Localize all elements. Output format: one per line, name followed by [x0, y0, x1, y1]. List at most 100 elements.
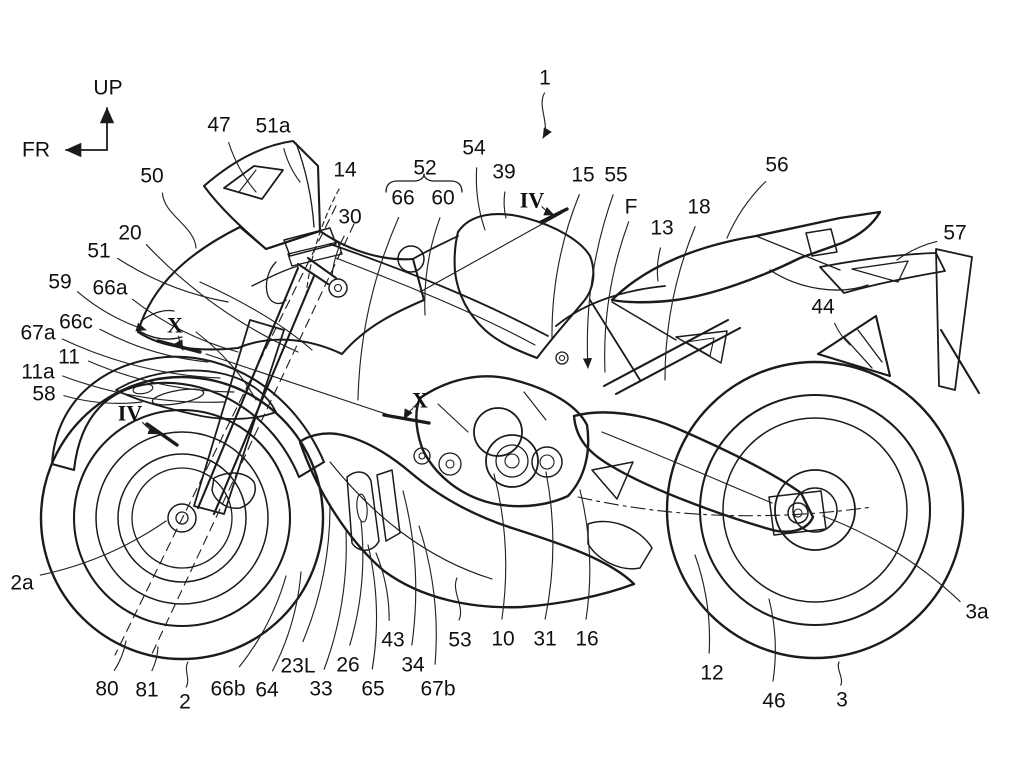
ref-label-16: 16 — [575, 628, 598, 651]
ref-label-31: 31 — [533, 628, 556, 651]
leader-44 — [834, 322, 851, 346]
leader-23l — [302, 506, 331, 643]
leader-iv — [142, 421, 159, 435]
leader-1 — [541, 92, 552, 139]
ref-label-34: 34 — [401, 654, 425, 677]
leader-33 — [323, 531, 347, 670]
leader-66 — [357, 216, 400, 401]
ref-label-2a: 2a — [10, 572, 34, 595]
leader-16 — [579, 489, 591, 620]
front-fender — [50, 355, 326, 479]
engine — [413, 375, 590, 508]
exhaust-outline — [587, 520, 653, 570]
ref-label-20: 20 — [118, 222, 141, 245]
frame-spars — [329, 243, 666, 346]
ref-label-60: 60 — [431, 187, 454, 210]
ref-label-3a: 3a — [965, 601, 989, 624]
leader-51 — [117, 257, 229, 303]
leader-13 — [656, 247, 662, 282]
ref-label-67b: 67b — [420, 678, 455, 701]
ref-label-66b: 66b — [210, 678, 245, 701]
leader-20 — [145, 243, 299, 353]
fuel-tank — [397, 213, 595, 360]
leader-47 — [228, 141, 257, 193]
leader-46 — [768, 598, 776, 682]
ref-label-2: 2 — [179, 691, 191, 714]
leader-65 — [367, 544, 378, 670]
upper-fairing — [136, 225, 426, 401]
ref-label-81: 81 — [135, 679, 158, 702]
leader-59 — [76, 291, 147, 332]
front-duct — [115, 369, 277, 420]
mirror — [223, 165, 284, 200]
ref-label-iv: IV — [520, 188, 545, 213]
leader-26 — [349, 520, 364, 646]
ref-label-18: 18 — [687, 196, 710, 219]
ref-label-14: 14 — [333, 159, 357, 182]
leader-lines — [39, 92, 961, 688]
handlebar — [251, 227, 348, 305]
leader-15 — [551, 194, 580, 339]
ref-label-15: 15 — [571, 164, 594, 187]
ref-label-52: 52 — [413, 157, 436, 180]
leader-54 — [475, 167, 486, 231]
ref-label-26: 26 — [336, 654, 359, 677]
leader-34 — [402, 490, 417, 646]
ref-label-11a: 11a — [21, 361, 55, 384]
leader-iv — [541, 206, 555, 216]
ref-label-46: 46 — [762, 690, 785, 713]
ref-label-x: X — [167, 313, 183, 338]
leader-2 — [185, 661, 189, 688]
leader-3 — [837, 661, 843, 686]
ref-label-47: 47 — [207, 114, 230, 137]
ref-label-13: 13 — [650, 217, 673, 240]
ref-label-23l: 23L — [280, 655, 315, 678]
rear-subframe — [555, 299, 742, 396]
ref-label-57: 57 — [943, 222, 966, 245]
leader-2a — [39, 520, 167, 576]
leader-11a — [62, 375, 225, 403]
lower-cowl — [298, 432, 636, 609]
leader-43 — [375, 552, 390, 621]
leader-x — [403, 407, 414, 420]
ref-label-66: 66 — [391, 187, 414, 210]
leader-30 — [331, 235, 345, 277]
windscreen — [202, 139, 322, 251]
front-wheel — [39, 375, 325, 661]
ref-label-39: 39 — [492, 161, 515, 184]
ref-label-10: 10 — [491, 628, 514, 651]
ref-label-65: 65 — [361, 678, 384, 701]
leader-66a — [131, 298, 239, 353]
ref-label-54: 54 — [462, 137, 486, 160]
ref-label-53: 53 — [448, 629, 471, 652]
leader-12 — [694, 554, 711, 654]
leader-10 — [493, 473, 507, 620]
tail-cowl — [610, 210, 981, 395]
leader-50 — [161, 192, 197, 249]
leader-67a — [61, 338, 221, 379]
leader-66b — [238, 575, 287, 668]
leader-57 — [896, 240, 938, 261]
ref-label-58: 58 — [32, 383, 55, 406]
leader-31 — [544, 471, 554, 620]
ref-label-43: 43 — [381, 629, 404, 652]
ref-label-11: 11 — [58, 346, 80, 369]
ref-label-55: 55 — [604, 164, 627, 187]
leader-11 — [87, 360, 235, 393]
ref-label-iv: IV — [118, 401, 143, 426]
ref-label-64: 64 — [255, 679, 279, 702]
ref-label-fr: FR — [22, 139, 50, 162]
leader-53 — [455, 577, 462, 621]
ref-label-67a: 67a — [20, 322, 55, 345]
ref-label-30: 30 — [338, 206, 361, 229]
leader-18 — [664, 226, 696, 381]
ref-label-f: F — [625, 196, 638, 219]
ref-label-up: UP — [93, 77, 122, 100]
ref-label-51a: 51a — [255, 115, 290, 138]
ref-label-80: 80 — [95, 678, 118, 701]
ref-label-50: 50 — [140, 165, 163, 188]
ref-label-44: 44 — [811, 296, 835, 319]
leader-64 — [271, 571, 302, 672]
group-brace — [385, 173, 463, 193]
